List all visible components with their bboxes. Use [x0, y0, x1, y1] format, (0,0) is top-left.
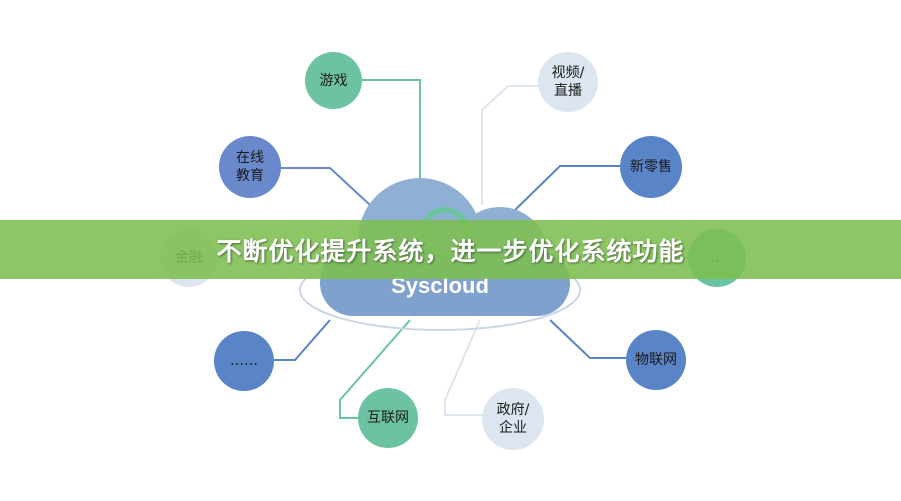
node-more-left: …… — [214, 331, 274, 391]
connector-games — [357, 79, 421, 195]
connector-video — [481, 85, 545, 205]
connector-edu — [277, 167, 371, 206]
connector-gov — [444, 319, 485, 416]
connector-internet — [339, 319, 411, 419]
connector-more-left — [272, 319, 331, 361]
node-video: 视频/ 直播 — [538, 52, 598, 112]
connector-retail — [514, 165, 628, 211]
node-iot: 物联网 — [626, 330, 686, 390]
node-gov: 政府/ 企业 — [482, 388, 544, 450]
node-retail: 新零售 — [620, 136, 682, 198]
node-internet: 互联网 — [358, 388, 418, 448]
banner-title: 不断优化提升系统，进一步优化系统功能 — [216, 236, 685, 266]
title-banner: 不断优化提升系统，进一步优化系统功能 — [0, 220, 901, 279]
node-edu: 在线 教育 — [219, 136, 281, 198]
node-games: 游戏 — [305, 52, 362, 109]
connector-iot — [549, 319, 630, 359]
